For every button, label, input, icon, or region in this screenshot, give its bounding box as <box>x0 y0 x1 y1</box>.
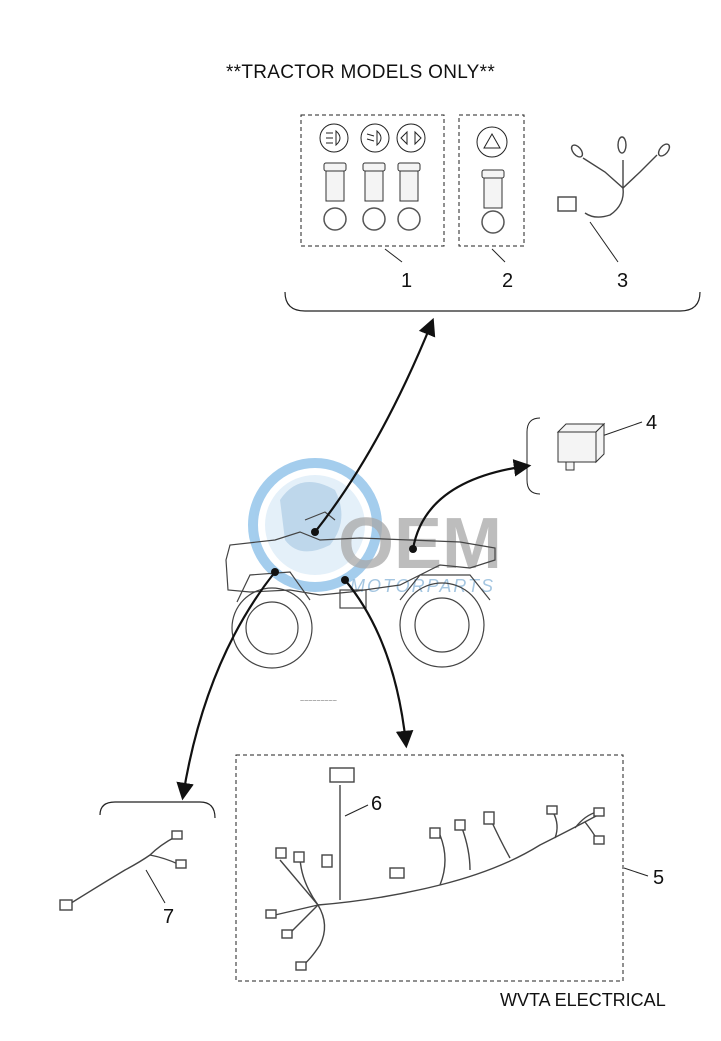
callout-4: 4 <box>646 412 658 434</box>
main-harness-box <box>235 754 624 982</box>
leader-lines <box>145 221 649 904</box>
watermark-subtext: MOTORPARTS <box>350 576 495 596</box>
arrow-origin-dots <box>271 528 417 584</box>
hazard-icon <box>476 126 508 158</box>
callout-6: 6 <box>371 793 383 815</box>
callout-7: 7 <box>163 906 175 928</box>
watermark-text: OEM <box>338 504 502 584</box>
headlight-icon <box>319 123 349 153</box>
callout-arrows <box>176 317 532 801</box>
callout-1: 1 <box>401 270 413 292</box>
atv-caption-mark: ~~~~~~~~~ <box>300 698 337 705</box>
bulb-harness <box>557 136 671 218</box>
callout-2: 2 <box>502 270 514 292</box>
hazard-switch-group <box>458 114 525 247</box>
relay <box>526 417 606 495</box>
switch-kit-group <box>300 114 445 247</box>
tractor-models-note: **TRACTOR MODELS ONLY** <box>225 62 496 83</box>
turn-signal-icon <box>396 123 426 153</box>
low-beam-icon <box>360 123 390 153</box>
sub-harness <box>59 801 216 911</box>
diagram-title: WVTA ELECTRICAL <box>500 990 666 1010</box>
atv-vehicle <box>225 511 496 669</box>
main-harness <box>265 767 605 971</box>
callout-3: 3 <box>617 270 629 292</box>
callout-5: 5 <box>653 867 665 889</box>
group-bracket-top <box>284 291 701 312</box>
